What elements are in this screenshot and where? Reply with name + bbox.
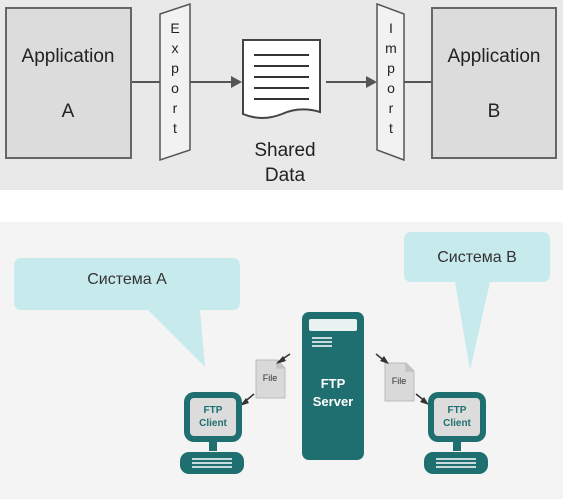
- import-letter: t: [389, 120, 393, 136]
- export-letter: o: [171, 80, 179, 96]
- ftp-client-left-label-line1: FTP: [204, 405, 223, 416]
- top-panel: Application A E x p o r t Shared Data I …: [0, 0, 563, 190]
- ftp-server-label-line2: Server: [313, 394, 353, 409]
- application-a-box: [5, 7, 132, 159]
- shared-data-label-line2: Data: [265, 165, 306, 186]
- top-diagram-svg: Application A E x p o r t Shared Data I …: [5, 2, 557, 186]
- arrow-server-to-left-file: [276, 353, 291, 364]
- export-letter: r: [173, 100, 178, 116]
- application-a-letter: A: [62, 101, 75, 122]
- export-letter: t: [173, 120, 177, 136]
- import-letter: p: [387, 60, 395, 76]
- ftp-client-right-label-line2: Client: [443, 418, 471, 429]
- file-label-right: File: [392, 376, 407, 386]
- import-letter: I: [389, 20, 393, 36]
- export-letter: p: [171, 60, 179, 76]
- file-icon-left: [255, 359, 286, 399]
- ftp-server-label-line1: FTP: [321, 376, 346, 391]
- arrow-right-file-to-client: [415, 393, 429, 405]
- arrow-left-file-to-client: [240, 393, 255, 406]
- shared-data-label-line1: Shared: [254, 140, 315, 161]
- application-b-title: Application: [448, 46, 541, 67]
- bottom-diagram-svg: Система А Система B FTP Server File File: [14, 232, 550, 474]
- ftp-server-icon: [302, 312, 364, 460]
- ftp-client-left-label-line2: Client: [199, 418, 227, 429]
- file-label-left: File: [263, 373, 278, 383]
- arrowhead-to-shared-data: [231, 76, 242, 88]
- application-b-box: [431, 7, 557, 159]
- file-icon-right: [384, 362, 415, 402]
- system-a-speech-bubble: [14, 258, 240, 367]
- system-b-label: Система B: [437, 249, 517, 266]
- arrowhead-to-import: [366, 76, 377, 88]
- shared-data-document-icon: [242, 39, 321, 119]
- export-shape: [159, 2, 191, 162]
- import-letter: m: [385, 40, 397, 56]
- export-letter: E: [170, 20, 179, 36]
- document-lines: [254, 54, 309, 100]
- import-letter: o: [387, 80, 395, 96]
- export-letter: x: [172, 40, 179, 56]
- arrow-server-to-right-file: [375, 353, 389, 364]
- ftp-client-left-icon: [180, 392, 244, 474]
- ftp-client-right-icon: [424, 392, 488, 474]
- ftp-client-right-label-line1: FTP: [448, 405, 467, 416]
- system-b-speech-bubble: [404, 232, 550, 370]
- export-label: E x p o r t: [170, 20, 179, 136]
- application-a-title: Application: [22, 46, 115, 67]
- bottom-panel: Система А Система B FTP Server File File: [0, 222, 563, 499]
- application-b-letter: B: [488, 101, 501, 122]
- import-letter: r: [389, 100, 394, 116]
- system-a-label: Система А: [87, 271, 167, 288]
- import-label: I m p o r t: [385, 20, 397, 136]
- import-shape: [376, 2, 405, 162]
